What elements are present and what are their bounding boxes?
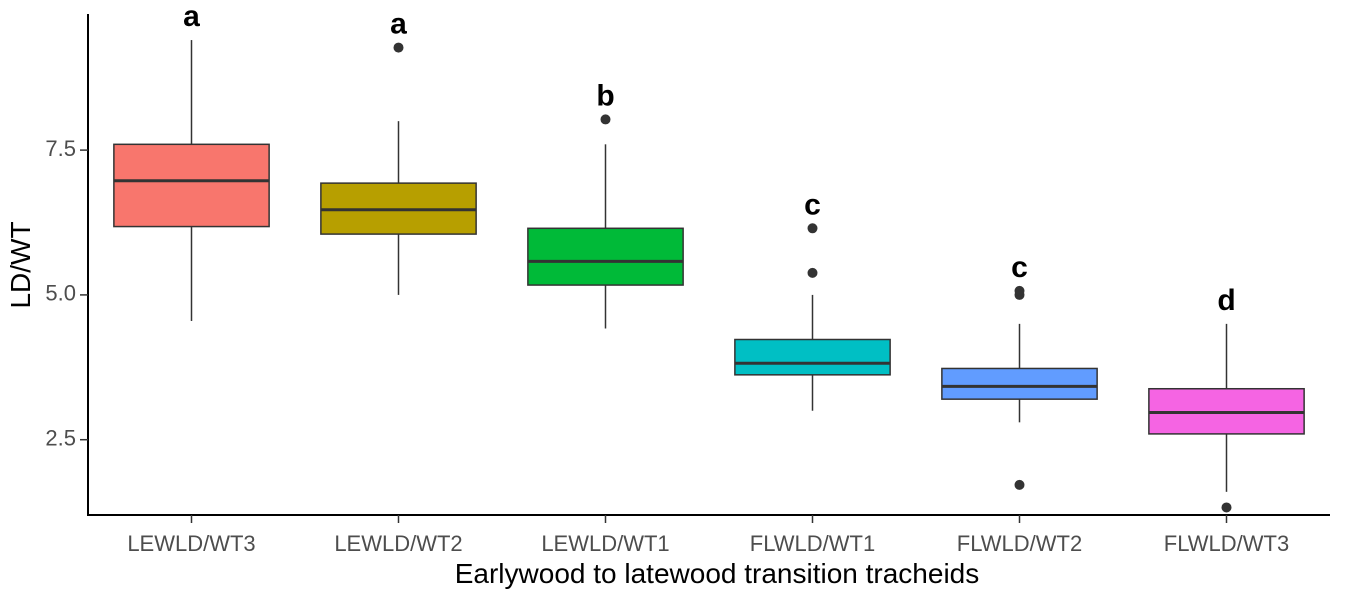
outlier-point bbox=[600, 114, 611, 125]
iqr-box bbox=[527, 227, 684, 286]
iqr-box bbox=[113, 143, 270, 228]
y-axis-title: LD/WT bbox=[5, 221, 36, 308]
box-group: a bbox=[113, 0, 270, 321]
box-group: c bbox=[941, 251, 1098, 490]
outlier-point bbox=[807, 267, 818, 278]
x-tick-label: LEWLD/WT2 bbox=[334, 531, 462, 556]
x-tick-label: FLWLD/WT1 bbox=[750, 531, 875, 556]
x-axis-ticks: LEWLD/WT3 LEWLD/WT2 LEWLD/WT1 FLWLD/WT1 FLWL… bbox=[127, 515, 1289, 556]
outlier-point bbox=[807, 223, 818, 234]
iqr-box bbox=[734, 338, 891, 376]
x-tick-label: FLWLD/WT2 bbox=[957, 531, 1082, 556]
box-group: c bbox=[734, 188, 891, 411]
y-tick-label: 7.5 bbox=[45, 136, 76, 161]
outlier-point bbox=[1221, 502, 1232, 513]
significance-letter: a bbox=[390, 8, 407, 41]
x-tick-label: LEWLD/WT1 bbox=[541, 531, 669, 556]
x-tick-label: LEWLD/WT3 bbox=[127, 531, 255, 556]
outlier-point bbox=[1014, 479, 1025, 490]
significance-letter: a bbox=[183, 0, 200, 33]
iqr-box bbox=[941, 367, 1098, 400]
significance-letter: c bbox=[804, 188, 821, 221]
box-group: a bbox=[320, 8, 477, 295]
x-tick-label: FLWLD/WT3 bbox=[1164, 531, 1289, 556]
y-axis-ticks: 2.5 5.0 7.5 bbox=[45, 136, 88, 451]
box-group: b bbox=[527, 79, 684, 329]
outlier-point bbox=[393, 42, 404, 53]
plot-area: a a b c c d bbox=[113, 0, 1305, 513]
y-tick-label: 2.5 bbox=[45, 426, 76, 451]
box-group: d bbox=[1148, 284, 1305, 513]
significance-letter: b bbox=[596, 79, 614, 112]
y-tick-label: 5.0 bbox=[45, 281, 76, 306]
outlier-point bbox=[1014, 285, 1025, 296]
significance-letter: d bbox=[1217, 284, 1235, 317]
significance-letter: c bbox=[1011, 251, 1028, 284]
x-axis-title: Earlywood to latewood transition trachei… bbox=[455, 558, 980, 589]
